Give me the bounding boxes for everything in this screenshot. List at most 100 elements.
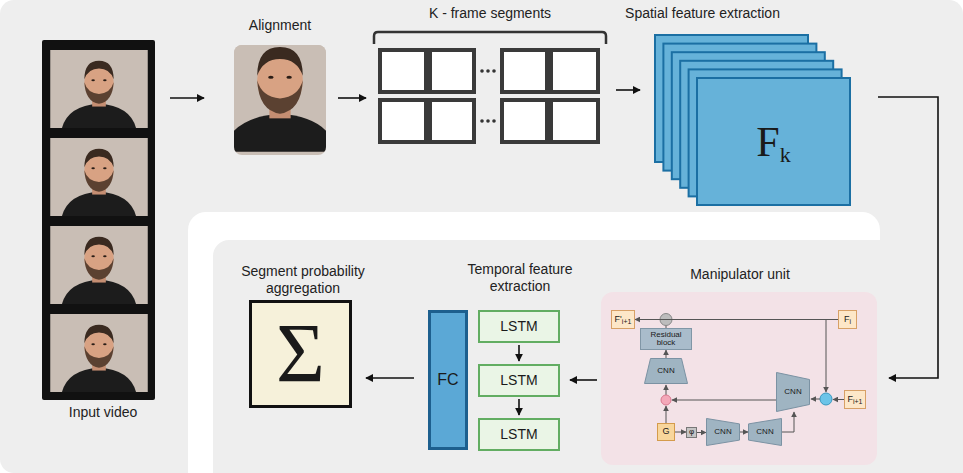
arrow-connector [366, 377, 414, 379]
text-group: LSTM [500, 373, 537, 388]
aligned-face: Alignment [234, 45, 326, 155]
section-heading: Temporal feature extraction [445, 261, 595, 295]
arrow-connector [616, 89, 640, 91]
node-label: LSTM [500, 427, 537, 442]
gate-box: G [657, 423, 675, 441]
frame-slot [502, 50, 547, 92]
product-node [661, 395, 671, 405]
node-label: F [847, 395, 853, 404]
subscript: i+1 [622, 318, 632, 325]
heading: Alignment [210, 17, 350, 34]
heading: K - frame segments [370, 5, 610, 22]
arrow-connector [666, 350, 667, 358]
video-frame [50, 50, 148, 128]
text-group: F'i+1 [615, 315, 632, 324]
text-group: Fk [756, 121, 790, 163]
arrow-connector [518, 399, 520, 415]
lstm-cell: LSTM [478, 310, 560, 343]
feature-input: Fi [838, 310, 857, 329]
lstm-cell: LSTM [478, 418, 560, 451]
text-group: CNN [714, 428, 731, 436]
feature-map-stack: Spatial feature extractionFk [655, 35, 850, 205]
ellipsis-dot [480, 119, 484, 123]
text-group: Σ [276, 312, 325, 396]
frame-slot [502, 100, 547, 142]
cnn-block: CNN [748, 418, 782, 446]
trapezoid-shape [777, 373, 810, 412]
subscript: i [849, 318, 851, 325]
node-label: F [756, 121, 779, 163]
node-label: CNN [657, 367, 674, 375]
text-group: CNN [657, 367, 674, 375]
node-label: CNN [784, 388, 801, 396]
film-strip [42, 40, 155, 400]
merge-node [820, 393, 832, 405]
wire [811, 399, 820, 400]
node-label: CNN [756, 428, 773, 436]
fc-layer: FC [428, 310, 468, 450]
arrow-connector [782, 412, 794, 432]
wire [833, 399, 844, 400]
node-label: φ [689, 428, 694, 436]
wire [826, 320, 827, 392]
text-group: LSTM [500, 427, 537, 442]
manipulator-unit: Manipulator unitF'i+1FiResidual blockCNN… [601, 292, 877, 465]
subscript: k [780, 143, 791, 166]
cnn-block: CNN [776, 372, 810, 412]
frame-slot [430, 100, 474, 142]
text-group: Residual block [645, 331, 687, 348]
arrow-connector [635, 319, 838, 320]
frame-slot [551, 100, 598, 142]
ellipsis-dot [486, 119, 490, 123]
arrow-connector [570, 379, 597, 381]
frame-slot [551, 50, 598, 92]
arrow-connector [338, 97, 366, 99]
feature-map-layer [697, 78, 850, 205]
node-label: Σ [276, 312, 325, 396]
video-frame [50, 226, 148, 304]
video-frame [50, 314, 148, 392]
heading: Segment probability aggregation [223, 263, 383, 297]
bottom-panel [213, 240, 963, 473]
wire [666, 385, 667, 395]
aggregation-box: Segment probability aggregationΣ [249, 300, 352, 408]
trapezoid-shape [749, 419, 782, 446]
ellipsis-dot [492, 69, 496, 73]
cnn-block: CNN [644, 358, 688, 384]
arrow-connector [740, 432, 748, 433]
segment-bracket [374, 32, 606, 44]
node-label: G [662, 427, 669, 436]
arrow-connector [675, 432, 686, 433]
node-label: LSTM [500, 319, 537, 334]
ellipsis-dot [480, 69, 484, 73]
frame-slot [380, 100, 426, 142]
activation-box: φ [686, 427, 697, 438]
heading: Input video [38, 404, 168, 421]
text-group: Fi [844, 315, 851, 324]
node-label: FC [437, 372, 458, 389]
arrow-connector [878, 97, 938, 378]
frame-slot [430, 50, 474, 92]
arrow-connector [170, 97, 204, 99]
feature-input: F'i+1 [611, 310, 635, 329]
aligned-face-image [234, 45, 326, 155]
feature-input: Fi+1 [844, 390, 866, 409]
node-label: F [844, 315, 850, 324]
wire [666, 406, 667, 423]
ellipsis-dot [486, 69, 490, 73]
node-label: F' [615, 315, 622, 324]
arrow-connector [518, 345, 520, 361]
video-frame [50, 138, 148, 216]
text-group: FC [437, 372, 458, 389]
arrow-connector [697, 432, 706, 433]
trapezoid-shape [707, 419, 740, 446]
heading: Manipulator unit [640, 266, 840, 283]
subscript: i+1 [853, 398, 863, 405]
node-label: Residual block [645, 331, 687, 348]
wire [672, 400, 776, 401]
input-video-strip: Input video [42, 40, 155, 400]
heading: Spatial feature extraction [585, 5, 820, 22]
text-group: LSTM [500, 319, 537, 334]
